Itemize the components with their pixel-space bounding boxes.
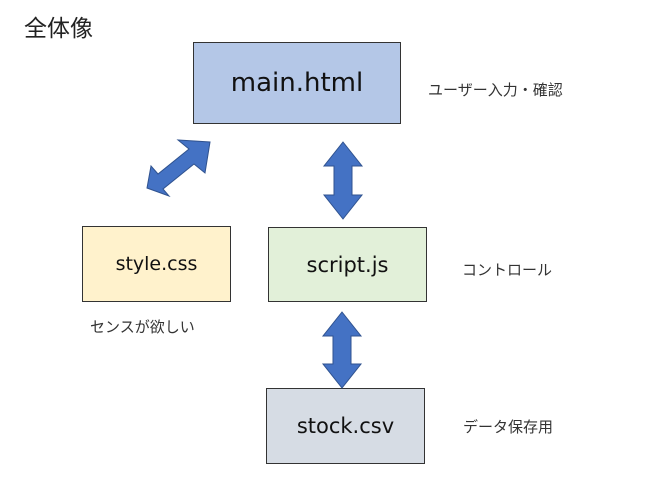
main-html-label: main.html (230, 68, 364, 98)
stock-csv-box: stock.csv (266, 388, 425, 464)
diagram-title: 全体像 (24, 16, 93, 42)
style-css-label: style.css (115, 253, 198, 275)
vertical-double-arrow-script-stock (321, 311, 363, 389)
vertical-double-arrow-main-script (322, 141, 364, 220)
stock-csv-label: stock.csv (296, 414, 395, 438)
script-js-label: script.js (306, 252, 389, 277)
style-css-box: style.css (82, 226, 231, 302)
main-html-note: ユーザー入力・確認 (428, 81, 563, 99)
style-css-note: センスが欲しい (90, 318, 195, 336)
script-js-note: コントロール (462, 261, 553, 279)
script-js-box: script.js (268, 227, 427, 302)
stock-csv-note: データ保存用 (463, 418, 554, 436)
diagonal-double-arrow (146, 139, 211, 198)
main-html-box: main.html (193, 42, 401, 124)
